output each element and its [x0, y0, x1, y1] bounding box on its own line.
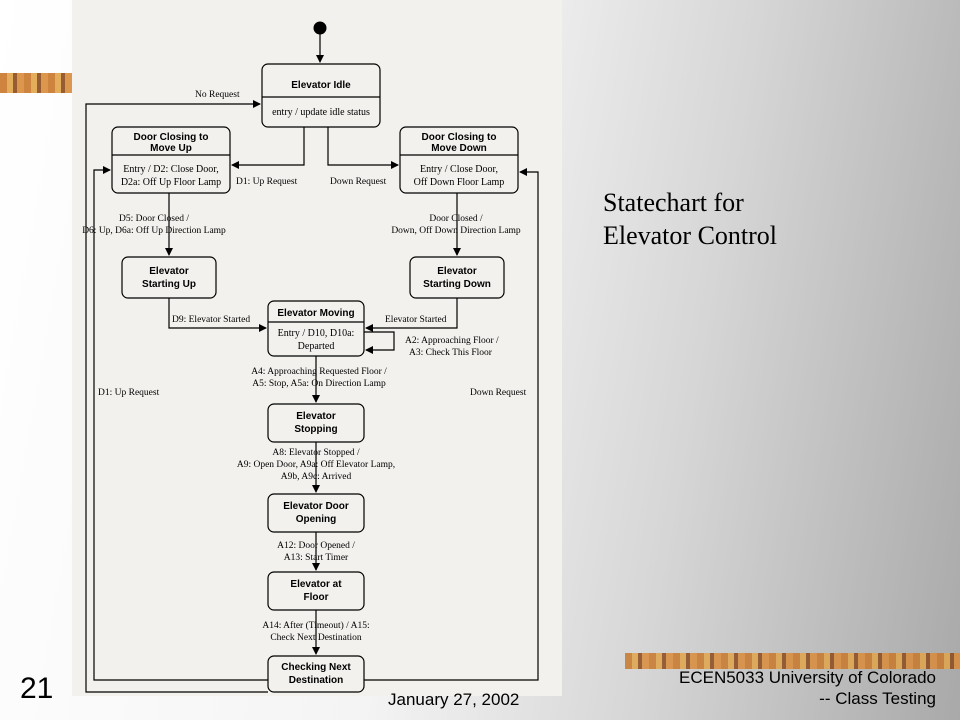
at-floor-name-1: Elevator at — [290, 579, 342, 590]
closing-up-name-1: Door Closing to — [134, 132, 209, 143]
label-a14-line2: Check Next Destination — [270, 633, 362, 643]
label-a8-line3: A9b, A9c: Arrived — [281, 472, 352, 482]
transition-left-up-request — [93, 166, 268, 681]
footer-line-2: -- Class Testing — [819, 689, 936, 708]
state-door-closing-up — [111, 126, 231, 194]
at-floor-name-2: Floor — [304, 592, 329, 603]
label-d1-up-request: D1: Up Request — [236, 177, 298, 187]
state-door-opening — [267, 493, 365, 533]
transition-started-down — [365, 298, 458, 332]
closing-down-action-1: Entry / Close Door, — [420, 164, 498, 175]
initial-state-dot — [313, 21, 327, 35]
door-opening-name-2: Opening — [296, 514, 337, 525]
label-door-closed-line2: Down, Off Down Direction Lamp — [391, 225, 521, 236]
label-a8-line2: A9: Open Door, A9a: Off Elevator Lamp, — [237, 459, 395, 470]
label-right-down-request: Down Request — [470, 388, 527, 398]
moving-action-2: Departed — [298, 341, 335, 352]
label-a14-line1: A14: After (Timeout) / A15: — [262, 620, 369, 631]
closing-up-action-2: D2a: Off Up Floor Lamp — [121, 177, 221, 188]
label-a8-line1: A8: Elevator Stopped / — [272, 448, 360, 458]
label-door-closed-line1: Door Closed / — [429, 214, 483, 224]
label-a4-line1: A4: Approaching Requested Floor / — [251, 367, 387, 377]
statechart-svg: Elevator Idle entry / update idle status… — [82, 21, 539, 693]
starting-down-name-1: Elevator — [437, 266, 477, 277]
label-a2-line1: A2: Approaching Floor / — [405, 336, 499, 346]
caption-line-1: Statechart for — [603, 188, 744, 217]
label-elevator-started: Elevator Started — [385, 315, 447, 325]
footer-line-1: ECEN5033 University of Colorado — [678, 668, 936, 687]
closing-up-name-2: Move Up — [150, 143, 192, 154]
moving-name: Elevator Moving — [277, 308, 354, 319]
transition-no-request — [85, 100, 268, 693]
closing-down-name-2: Move Down — [431, 143, 487, 154]
footer-course: ECEN5033 University of Colorado -- Class… — [679, 667, 936, 709]
moving-action-1: Entry / D10, D10a: — [278, 328, 355, 339]
caption-line-2: Elevator Control — [603, 221, 778, 250]
decorative-band-top — [0, 73, 75, 93]
state-checking-destination — [267, 655, 365, 693]
closing-down-name-1: Door Closing to — [422, 132, 497, 143]
state-elevator-idle — [261, 63, 381, 128]
transition-right-down-request — [364, 168, 539, 681]
label-a12-line2: A13: Start Timer — [284, 553, 349, 563]
starting-up-name-2: Starting Up — [142, 279, 196, 290]
label-a2-line2: A3: Check This Floor — [409, 348, 493, 358]
starting-up-name-1: Elevator — [149, 266, 189, 277]
starting-down-name-2: Starting Down — [423, 279, 491, 290]
state-door-closing-down — [399, 126, 519, 194]
decorative-band-bottom — [625, 653, 960, 669]
door-opening-name-1: Elevator Door — [283, 501, 349, 512]
transition-down-request — [327, 127, 399, 169]
transition-approaching-floor — [364, 331, 395, 354]
label-a4-line2: A5: Stop, A5a: On Direction Lamp — [252, 379, 386, 389]
slide-caption: Statechart for Elevator Control — [603, 186, 777, 252]
label-d9: D9: Elevator Started — [172, 315, 250, 325]
stopping-name-1: Elevator — [296, 411, 336, 422]
idle-name: Elevator Idle — [291, 80, 351, 91]
idle-action: entry / update idle status — [272, 107, 370, 118]
state-elevator-at-floor — [267, 571, 365, 611]
checking-name-1: Checking Next — [281, 662, 351, 673]
footer-date: January 27, 2002 — [388, 690, 520, 709]
state-starting-up — [121, 256, 217, 299]
state-starting-down — [409, 256, 505, 299]
state-elevator-stopping — [267, 403, 365, 443]
transition-started-up — [168, 298, 267, 332]
transition-up-request — [231, 127, 305, 169]
label-d5-line1: D5: Door Closed / — [119, 214, 189, 224]
statechart-diagram: Elevator Idle entry / update idle status… — [72, 0, 562, 696]
label-d5-line2: D6: Up, D6a: Off Up Direction Lamp — [82, 225, 226, 236]
label-a12-line1: A12: Door Opened / — [277, 541, 355, 551]
label-left-up-request: D1: Up Request — [98, 388, 160, 398]
stopping-name-2: Stopping — [294, 424, 337, 435]
label-down-request: Down Request — [330, 177, 387, 187]
checking-name-2: Destination — [289, 675, 343, 686]
slide-number: 21 — [20, 672, 54, 705]
label-no-request: No Request — [195, 90, 240, 100]
closing-down-action-2: Off Down Floor Lamp — [414, 177, 505, 188]
closing-up-action-1: Entry / D2: Close Door, — [123, 164, 218, 175]
